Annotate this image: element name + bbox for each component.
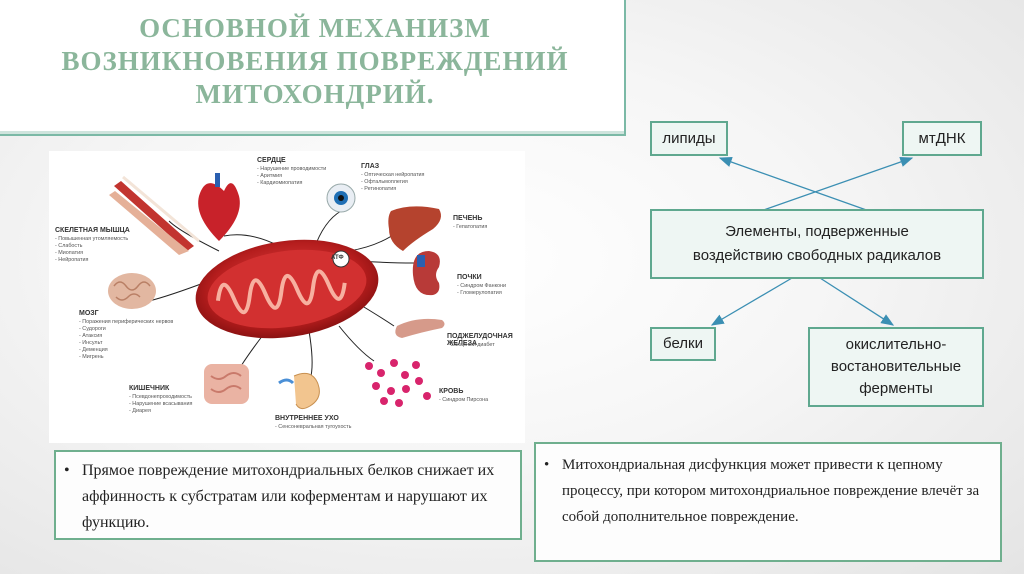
list-item: Нарушение проводимости <box>257 166 326 173</box>
kidney-symptoms: Синдром Фанкони Гломерулопатия <box>457 283 506 297</box>
left-bullet-text: Прямое повреждение митохондриальных белк… <box>56 458 512 536</box>
slide-title: ОСНОВНОЙ МЕХАНИЗМ ВОЗНИКНОВЕНИЯ ПОВРЕЖДЕ… <box>30 12 600 111</box>
muscle-symptoms: Повышенная утомляемость Слабость Миопати… <box>55 236 128 264</box>
brain-icon <box>108 273 156 309</box>
list-item: Сенсоневральная тугоухость <box>275 424 351 431</box>
brain-symptoms: Поражения периферических нервов Судороги… <box>79 319 173 361</box>
list-item: Ретинопатия <box>361 186 424 193</box>
list-item: Гломерулопатия <box>457 290 506 297</box>
mitochondria-figure: СЕРДЦЕ Нарушение проводимости Аритмия Ка… <box>49 151 525 443</box>
list-item: Псевдонепроходимость <box>129 394 192 401</box>
intestine-icon <box>204 364 249 404</box>
right-bullet-text: Митохондриальная дисфункция может привес… <box>536 452 990 530</box>
heart-symptoms: Нарушение проводимости Аритмия Кардиомио… <box>257 166 326 187</box>
list-item: Слабость <box>55 243 128 250</box>
list-item: Атаксия <box>79 333 173 340</box>
list-item: Синдром Пирсона <box>439 397 488 404</box>
list-item: Сахарный диабет <box>447 342 495 349</box>
pancreas-symptoms: Сахарный диабет <box>447 342 495 349</box>
liver-label: ПЕЧЕНЬ <box>453 215 482 222</box>
list-item: Поражения периферических нервов <box>79 319 173 326</box>
list-item: Инсульт <box>79 340 173 347</box>
ear-label: ВНУТРЕННЕЕ УХО <box>275 415 339 422</box>
list-item: Деменция <box>79 347 173 354</box>
list-item: Мигрень <box>79 354 173 361</box>
list-item: Нейропатия <box>55 257 128 264</box>
eye-icon <box>327 184 355 212</box>
list-item: Оптическая нейропатия <box>361 172 424 179</box>
brain-label: МОЗГ <box>79 310 99 317</box>
proteins-node: белки <box>650 327 716 361</box>
free-radicals-node: Элементы, подверженные воздействию свобо… <box>650 209 984 279</box>
muscle-label: СКЕЛЕТНАЯ МЫШЦА <box>55 227 130 234</box>
list-item: Миопатия <box>55 250 128 257</box>
intestine-symptoms: Псевдонепроходимость Нарушение всасывани… <box>129 394 192 415</box>
heart-label: СЕРДЦЕ <box>257 157 286 164</box>
list-item: Синдром Фанкони <box>457 283 506 290</box>
right-bullet-box: Митохондриальная дисфункция может привес… <box>534 442 1002 562</box>
pancreas-icon <box>395 319 444 338</box>
list-item: Нарушение всасывания <box>129 401 192 408</box>
title-accent-line <box>0 131 624 134</box>
mtdna-node: мтДНК <box>902 121 982 156</box>
list-item: Диарея <box>129 408 192 415</box>
ear-symptoms: Сенсоневральная тугоухость <box>275 424 351 431</box>
list-item: Кардиомиопатия <box>257 180 326 187</box>
blood-cells-icon <box>365 359 431 407</box>
list-item: Офтальмоплегия <box>361 179 424 186</box>
kidney-icon <box>413 251 440 295</box>
eye-symptoms: Оптическая нейропатия Офтальмоплегия Рет… <box>361 172 424 193</box>
lipids-node: липиды <box>650 121 728 156</box>
liver-icon <box>388 206 441 251</box>
list-item: Судороги <box>79 326 173 333</box>
liver-symptoms: Гепатопатия <box>453 224 487 231</box>
kidney-label: ПОЧКИ <box>457 274 482 281</box>
blood-symptoms: Синдром Пирсона <box>439 397 488 404</box>
list-item: Повышенная утомляемость <box>55 236 128 243</box>
intestine-label: КИШЕЧНИК <box>129 385 169 392</box>
list-item: Аритмия <box>257 173 326 180</box>
title-panel: ОСНОВНОЙ МЕХАНИЗМ ВОЗНИКНОВЕНИЯ ПОВРЕЖДЕ… <box>0 0 626 136</box>
blood-label: КРОВЬ <box>439 388 463 395</box>
ear-icon <box>279 373 319 408</box>
redox-enzymes-node: окислительно- востановительные ферменты <box>808 327 984 407</box>
mitochondrion-body <box>189 229 385 350</box>
atp-label: АТФ <box>331 255 344 261</box>
heart-icon <box>198 173 240 241</box>
list-item: Гепатопатия <box>453 224 487 231</box>
left-bullet-box: Прямое повреждение митохондриальных белк… <box>54 450 522 540</box>
eye-label: ГЛАЗ <box>361 163 379 170</box>
